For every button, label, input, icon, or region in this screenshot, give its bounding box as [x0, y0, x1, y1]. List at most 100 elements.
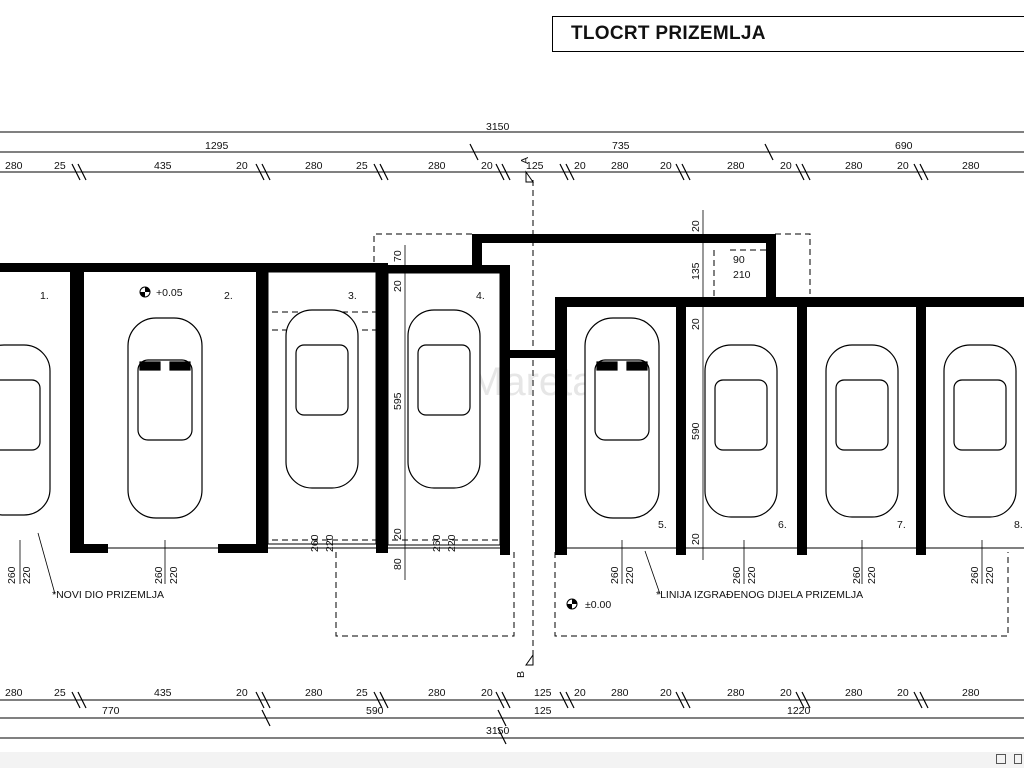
dim-bottom-group: 770	[102, 705, 120, 717]
car-3	[285, 309, 359, 489]
dim-bottom: 280	[727, 687, 745, 699]
dim-bottom-group: 125	[534, 705, 552, 717]
level-upper: +0.05	[156, 287, 183, 299]
dim-bottom: 20	[660, 687, 672, 699]
door-dim: 220	[746, 566, 758, 584]
car-7	[825, 344, 899, 518]
dimension-ticks	[71, 143, 929, 745]
dim-bottom-total: 3150	[486, 725, 510, 737]
dim-top-group: 735	[612, 140, 630, 152]
dim-top-group: 1295	[205, 140, 229, 152]
dim-top: 20	[897, 160, 909, 172]
bay-number: 6.	[778, 519, 787, 531]
door-dim: 260	[609, 566, 621, 584]
v-dim: 210	[733, 269, 751, 281]
bay-outlines	[84, 271, 1024, 549]
door-dim: 220	[21, 566, 33, 584]
door-dim: 220	[866, 566, 878, 584]
dim-top: 280	[845, 160, 863, 172]
door-dim: 260	[153, 566, 165, 584]
bay-number: 5.	[658, 519, 667, 531]
cars	[0, 309, 1017, 519]
door-dim: 260	[851, 566, 863, 584]
v-dim: 70	[392, 250, 404, 262]
bay-number: 1.	[40, 290, 49, 302]
level-markers: +0.05 ±0.00	[139, 286, 611, 611]
plan-title: TLOCRT PRIZEMLJA	[571, 23, 766, 44]
door-dimension-texts: 260 220 260 220 260 220 260 220 260 220 …	[6, 534, 996, 584]
v-dim: 20	[690, 220, 702, 232]
dim-bottom: 280	[428, 687, 446, 699]
section-mark-a: A	[519, 157, 531, 164]
v-dim: 135	[690, 262, 702, 280]
bottom-toolbar	[0, 752, 1024, 768]
dim-top-total: 3150	[486, 121, 510, 133]
dim-top: 280	[611, 160, 629, 172]
dim-top: 280	[428, 160, 446, 172]
bay-numbers: 1. 2. 3. 4. 5. 6. 7. 8.	[40, 290, 1023, 531]
dim-bottom: 125	[534, 687, 552, 699]
dim-top: 20	[236, 160, 248, 172]
bay-number: 8.	[1014, 519, 1023, 531]
dim-bottom: 280	[845, 687, 863, 699]
section-mark-b: B	[515, 671, 527, 678]
car-2	[127, 317, 203, 519]
page-icon[interactable]	[1014, 754, 1022, 764]
dim-top: 25	[356, 160, 368, 172]
dim-bottom: 20	[236, 687, 248, 699]
car-5	[584, 317, 660, 519]
vertical-dimension-texts: 70 20 595 20 80 20 135 20 590 20 90 210	[392, 220, 751, 570]
car-4	[407, 309, 481, 489]
dim-bottom: 20	[481, 687, 493, 699]
door-dim: 220	[168, 566, 180, 584]
bay-number: 2.	[224, 290, 233, 302]
dim-top-group: 690	[895, 140, 913, 152]
v-dim: 590	[690, 422, 702, 440]
dim-top: 125	[526, 160, 544, 172]
dim-top: 280	[305, 160, 323, 172]
v-dim: 90	[733, 254, 745, 266]
v-dim: 20	[392, 528, 404, 540]
level-lower: ±0.00	[585, 599, 611, 611]
door-dim: 260	[309, 534, 321, 552]
dim-top: 280	[962, 160, 980, 172]
dim-bottom: 20	[780, 687, 792, 699]
note-built-line: *LINIJA IZGRAĐENOG DIJELA PRIZEMLJA	[656, 589, 863, 601]
bay-number: 4.	[476, 290, 485, 302]
door-dim: 260	[6, 566, 18, 584]
v-dim: 595	[392, 392, 404, 410]
dim-bottom-group: 1220	[787, 705, 811, 717]
page-icon[interactable]	[996, 754, 1006, 764]
dim-top: 25	[54, 160, 66, 172]
dim-top: 20	[660, 160, 672, 172]
dim-bottom: 435	[154, 687, 172, 699]
car-8	[943, 344, 1017, 518]
bay-number: 7.	[897, 519, 906, 531]
door-dim: 260	[969, 566, 981, 584]
section-markers: A B	[515, 157, 534, 678]
title-box: TLOCRT PRIZEMLJA	[552, 16, 1024, 52]
dim-bottom: 25	[54, 687, 66, 699]
dim-bottom: 280	[5, 687, 23, 699]
dimension-lines	[0, 131, 1024, 739]
door-dim-lines	[19, 210, 983, 584]
dim-top: 20	[574, 160, 586, 172]
door-dim: 220	[324, 534, 336, 552]
v-dim: 80	[392, 558, 404, 570]
door-dim: 220	[624, 566, 636, 584]
dim-bottom: 280	[962, 687, 980, 699]
v-dim: 20	[690, 533, 702, 545]
door-dim: 220	[984, 566, 996, 584]
dim-bottom: 280	[305, 687, 323, 699]
car-6	[704, 344, 778, 518]
door-dim: 260	[431, 534, 443, 552]
dim-top: 280	[727, 160, 745, 172]
dim-bottom-group: 590	[366, 705, 384, 717]
walls	[0, 234, 1024, 555]
bottom-dimension-texts: 280 25 435 20 280 25 280 20 125 20 280 2…	[5, 687, 980, 737]
door-dim: 220	[446, 534, 458, 552]
notes: *NOVI DIO PRIZEMLJA *LINIJA IZGRAĐENOG D…	[37, 532, 863, 601]
dim-bottom: 280	[611, 687, 629, 699]
dim-top: 20	[481, 160, 493, 172]
